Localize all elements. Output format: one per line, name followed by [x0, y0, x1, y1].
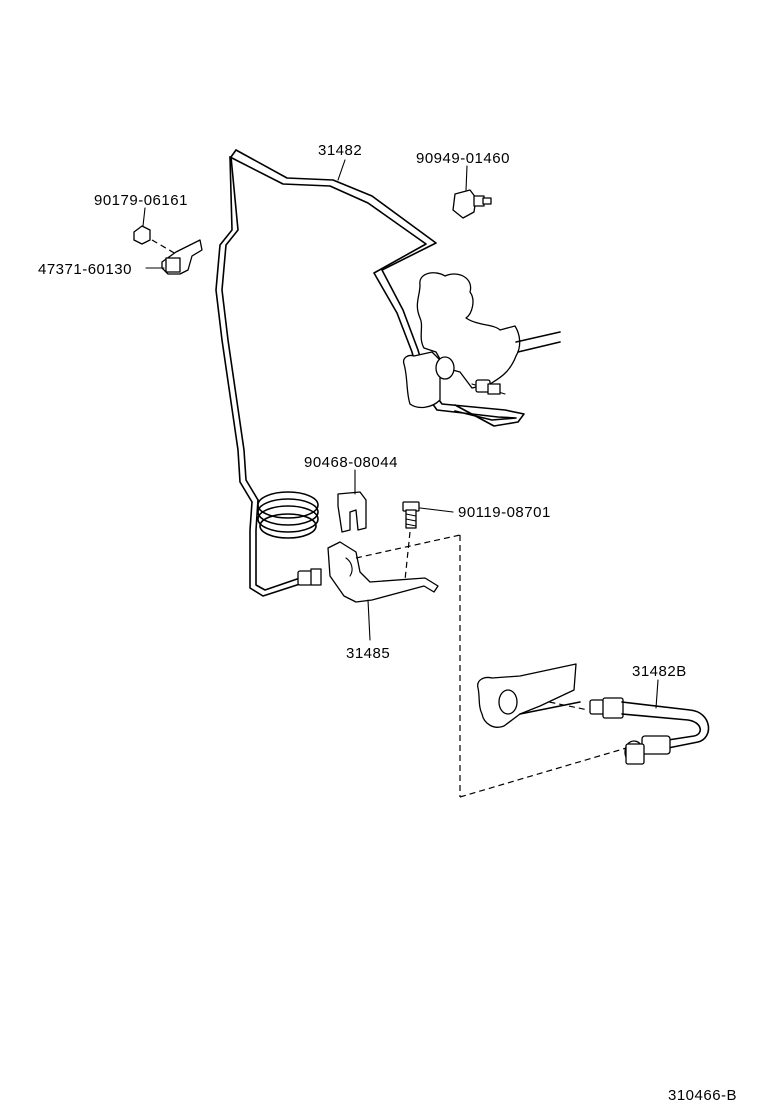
part-90179-06161-nut	[133, 225, 177, 255]
label-31482B: 31482B	[632, 663, 687, 680]
label-90179-06161: 90179-06161	[94, 192, 188, 209]
dashed-guide-lines	[355, 534, 641, 798]
clutch-line-31482	[215, 149, 525, 597]
figure-id: 310466-B	[668, 1087, 737, 1104]
release-cylinder	[477, 663, 581, 728]
label-90119-08701: 90119-08701	[458, 504, 551, 521]
part-90119-08701-bolt	[402, 501, 420, 581]
label-47371-60130: 47371-60130	[38, 261, 132, 278]
master-cylinder	[402, 272, 561, 409]
part-31482B-hose	[589, 697, 710, 765]
line-coil	[257, 491, 319, 539]
part-31485-bracket	[327, 541, 439, 603]
leader-lines	[142, 159, 659, 709]
label-90949-01460: 90949-01460	[416, 150, 510, 167]
label-31485: 31485	[346, 645, 390, 662]
part-47371-60130-clamp	[161, 239, 203, 275]
label-31482: 31482	[318, 142, 362, 159]
part-90949-01460-clip	[452, 189, 492, 219]
part-90468-08044-clip	[337, 491, 367, 533]
flare-nut-lower	[297, 568, 322, 586]
label-90468-08044: 90468-08044	[304, 454, 398, 471]
